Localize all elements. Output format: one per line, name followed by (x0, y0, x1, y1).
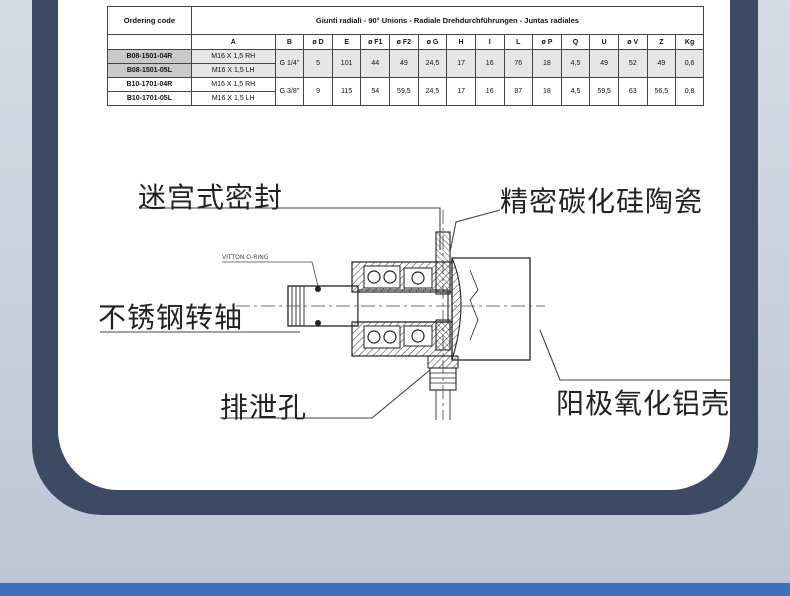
table-cell: 56,5 (646, 77, 677, 106)
thread-a: M16 X 1,5 LH (190, 91, 276, 106)
table-cell: 76 (503, 49, 534, 78)
bearing-ball (411, 329, 425, 343)
ordering-code: B08-1501-05L (107, 63, 192, 78)
ordering-code: B08-1501-04R (107, 49, 192, 64)
internal-port (469, 269, 479, 341)
table-row: B10-1701-04R M16 X 1,5 RH G 3/8" 9 115 5… (107, 77, 704, 106)
oring-leader (311, 261, 319, 287)
table-row: B08-1501-05L M16 X 1,5 LH (107, 63, 704, 78)
table-cell: 59,5 (389, 77, 419, 106)
table-cell: 24,5 (417, 49, 448, 78)
spec-table: Ordering code Giunti radiali - 90° Union… (107, 6, 705, 106)
table-cell: 4,5 (560, 77, 591, 106)
table-cell: 17 (446, 49, 476, 78)
bottom-accent-bar (0, 583, 790, 596)
table-cell: 49 (589, 49, 619, 78)
table-cell: 4,5 (560, 49, 591, 78)
leader-ceramic (449, 209, 501, 253)
table-cell: 18 (532, 77, 562, 106)
bearing-ball (383, 270, 397, 284)
column-header-row: A B ø D E ø F1 ø F2 ø G H I L ø P Q U ø … (107, 34, 704, 50)
leader-drain (220, 369, 431, 419)
table-header-row: Ordering code Giunti radiali - 90° Union… (107, 6, 705, 35)
table-cell: 101 (331, 49, 362, 78)
leader-labyrinth-seal (140, 207, 441, 250)
table-cell: 0,8 (675, 77, 704, 106)
aluminum-housing (451, 257, 531, 361)
aluminum-housing-section (451, 257, 462, 361)
label-ceramic: 精密碳化硅陶瓷 (500, 185, 704, 218)
bearing-ball (367, 330, 381, 344)
thread-a: M16 X 1,5 LH (190, 63, 276, 78)
table-row: B10-1701-05L M16 X 1,5 LH (107, 91, 704, 106)
label-drain: 排泄孔 (220, 391, 308, 424)
table-cell: G 3/8" (274, 77, 305, 106)
table-cell: 44 (360, 49, 391, 78)
oring (315, 286, 321, 292)
label-labyrinth-seal: 迷宫式密封 (138, 181, 284, 214)
table-cell: 63 (617, 77, 648, 106)
table-cell: 87 (503, 77, 534, 106)
oring-note: VITTON O-RING (222, 254, 269, 261)
table-cell: 115 (331, 77, 362, 106)
table-cell: 17 (446, 77, 476, 106)
ordering-code: B10-1701-05L (107, 91, 192, 106)
bearing-ball (383, 330, 397, 344)
table-cell: 59,5 (589, 77, 619, 106)
table-cell: 18 (532, 49, 562, 78)
bearing-ball (367, 270, 381, 284)
label-shaft: 不锈钢转轴 (98, 301, 244, 334)
label-housing: 阳极氧化铝壳 (556, 387, 731, 420)
table-row: B08-1501-04R M16 X 1,5 RH G 1/4" 5 101 4… (107, 49, 704, 78)
table-cell: 5 (303, 49, 333, 78)
bearing-ball (411, 271, 425, 285)
oring (315, 320, 321, 326)
table-cell: 49 (389, 49, 419, 78)
leader-housing (539, 329, 736, 381)
table-cell: G 1/4" (274, 49, 305, 78)
